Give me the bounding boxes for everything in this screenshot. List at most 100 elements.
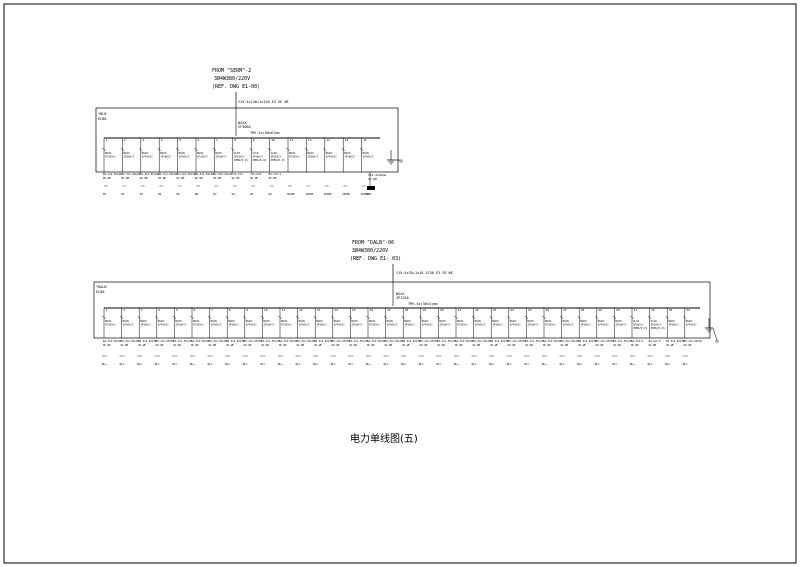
breaker-spec: NSXX [215, 151, 222, 155]
breaker-code: W1 [232, 192, 236, 196]
breaker-code: N4 [158, 192, 162, 196]
breaker-cable: BV-3x2.5SC20 [420, 339, 439, 343]
breaker-code: WLx [243, 362, 248, 366]
breaker-cable: BV-3x2.5SC20 [158, 172, 177, 176]
breaker-spec: 1P16A/C [598, 323, 609, 327]
upper-panel-box [95, 107, 399, 173]
breaker-code: WLx [208, 362, 213, 366]
breaker-contact-icon [190, 315, 194, 320]
breaker-number: 20 [440, 308, 444, 312]
breaker-contact-icon [366, 315, 370, 320]
breaker-number: 5 [179, 138, 181, 142]
breaker-spec: 1P16A/C [142, 155, 153, 159]
breaker-cable: WC.WE [455, 343, 463, 347]
lower-source-line-2: 3Ø4W380/220V [352, 247, 388, 254]
breaker-number: 7 [211, 308, 213, 312]
breaker-number: 29 [598, 308, 602, 312]
breaker-cable: WC.WE [525, 343, 533, 347]
lower-breaker-group: 1NSXX1P16A/CBV-3x2.5SC20WC.WEWLx2NSXX1P1… [102, 308, 702, 366]
breaker-spec: 1P16A/C [228, 323, 239, 327]
breaker-contact-icon [577, 315, 581, 320]
breaker-spec: NSXX [598, 319, 605, 323]
breaker-spec: 1P16A/C [105, 155, 116, 159]
breaker-spec: NSXX [363, 151, 370, 155]
breaker-spec: NSXX [387, 319, 394, 323]
breaker-cable: BV-3x2.5SC20 [103, 172, 122, 176]
breaker-cable: BV-3x2.5SC20 [490, 339, 509, 343]
upper-breaker-group: 1NSXX1P16A/CBV-3x2.5SC20WC.WEN12NSXX1P16… [102, 138, 374, 196]
breaker-spec: NSXX [510, 319, 517, 323]
breaker-code: WLx [612, 362, 617, 366]
breaker-spec: 30MA/0.1S [252, 158, 266, 162]
breaker-code: WLx [384, 362, 389, 366]
breaker-number: 14 [334, 308, 338, 312]
breaker-number: 30 [616, 308, 620, 312]
lower-panel-type: ELBA [96, 290, 105, 294]
breaker-number: 21 [458, 308, 462, 312]
breaker-cable: BV-3x2.5SC20 [332, 339, 351, 343]
breaker-cable: BV-3x2.5SC20 [156, 339, 175, 343]
breaker-contact-icon [331, 315, 335, 320]
breaker-cable: WC.WE [103, 343, 111, 347]
breaker-number: 8 [229, 308, 231, 312]
breaker-cable: BV-3x2.5SC20 [561, 339, 580, 343]
breaker-cable: WC.WE [279, 343, 287, 347]
drawing-title: 电力单线图(五) [350, 432, 418, 445]
breaker-number: 32 [651, 308, 655, 312]
breaker-code: WLx [489, 362, 494, 366]
breaker-cable: WC.WE [173, 343, 181, 347]
breaker-code: N6 [195, 192, 199, 196]
breaker-cable: WC.WE [314, 343, 322, 347]
breaker-spec: NSXX [211, 319, 218, 323]
breaker-spec: 1P16A/C [344, 155, 355, 159]
breaker-code: N5 [177, 192, 181, 196]
breaker-spec: 1P16A/C [105, 323, 116, 327]
breaker-code: SPARE [305, 192, 313, 196]
breaker-cable: WC.WE [269, 176, 277, 180]
breaker-spec: 30MA/0.1S [271, 158, 285, 162]
breaker-number: 15 [352, 308, 356, 312]
upper-bus-label: TMY-4x(60x6)mm [250, 131, 280, 135]
breaker-cable: BV-3x2.5SC20 [666, 339, 685, 343]
breaker-code: WLx [348, 362, 353, 366]
breaker-contact-icon [295, 315, 300, 320]
breaker-cable: BV-3x2.5SC20 [473, 339, 492, 343]
breaker-number: 1 [106, 138, 108, 142]
breaker-contact-icon [278, 315, 282, 320]
breaker-cable: WC.WE [140, 176, 148, 180]
breaker-cable: WC.WE [508, 343, 516, 347]
breaker-spec: NSXX [246, 319, 253, 323]
breaker-spec: NSXX [475, 319, 482, 323]
upper-spd-load-2: SC.WE [368, 177, 377, 181]
breaker-spec: 1P16A/C [475, 323, 486, 327]
breaker-cable: BV-3x2.5SC20 [103, 339, 122, 343]
breaker-cable: WC.WE [490, 343, 498, 347]
breaker-number: 8 [234, 138, 236, 142]
breaker-number: 17 [387, 308, 391, 312]
breaker-cable: WC.WE [177, 176, 185, 180]
breaker-number: 22 [475, 308, 479, 312]
breaker-cable: BV-3x2.5SC20 [191, 339, 210, 343]
ground-symbol-icon [705, 318, 719, 343]
breaker-cable: WC.WE [121, 343, 129, 347]
breaker-cable: BV-3x2.5SC20 [140, 172, 159, 176]
breaker-cable: BV-3x2.5SC20 [349, 339, 368, 343]
breaker-spec: NSXX [686, 319, 693, 323]
lower-main-breaker-1: NSXX [396, 292, 405, 296]
upper-panel-name: *DLB [98, 112, 106, 116]
breaker-code: WLx [331, 362, 336, 366]
breaker-spec: 3P16A/C [271, 155, 282, 159]
breaker-contact-icon [102, 147, 106, 152]
breaker-cable: BV-3x2.5SC20 [213, 172, 232, 176]
breaker-cable: WC.WE [195, 176, 203, 180]
breaker-spec: 1P16A/C [263, 323, 274, 327]
breaker-spec: NSXX [344, 151, 351, 155]
